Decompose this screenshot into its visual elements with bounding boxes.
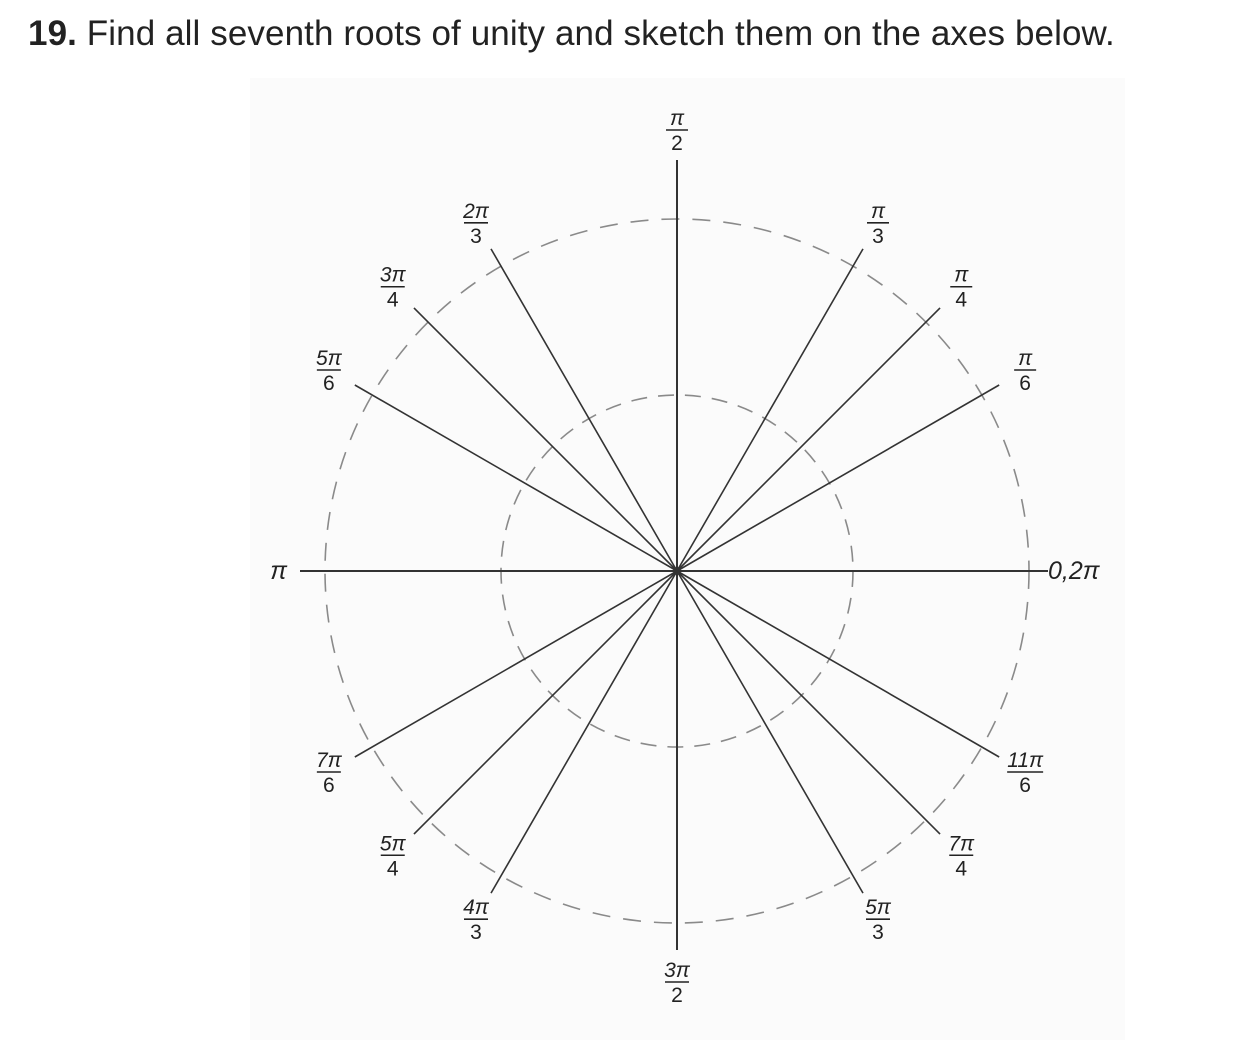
label-3pi-2: 3π2	[664, 959, 691, 1007]
label-numerator-pi-3: π	[871, 200, 886, 223]
ray-5pi-4	[413, 570, 678, 835]
label-pi: π	[270, 557, 288, 585]
label-pi-4: π4	[950, 264, 973, 312]
label-numerator-3pi-4: 3π	[380, 264, 407, 287]
label-numerator-pi-6: π	[1018, 347, 1033, 370]
label-pi-3: π3	[867, 200, 889, 248]
label-pi-6: π6	[1014, 347, 1037, 395]
ray-5pi-6	[354, 384, 678, 572]
label-denominator-7pi-4: 4	[955, 857, 967, 880]
label-denominator-pi-3: 3	[872, 225, 884, 248]
label-pi-2: π2	[666, 107, 688, 155]
label-denominator-5pi-4: 4	[387, 857, 399, 880]
label-5pi-6: 5π6	[316, 347, 343, 395]
label-denominator-3pi-2: 2	[671, 984, 683, 1007]
label-7pi-6: 7π6	[316, 749, 343, 797]
label-numerator-11pi-6: 11π	[1007, 749, 1044, 772]
label-5pi-3: 5π3	[865, 896, 892, 944]
label-denominator-pi-4: 4	[955, 289, 967, 312]
label-denominator-2pi-3: 3	[470, 225, 482, 248]
label-numerator-pi-2: π	[670, 107, 685, 130]
ray-11pi-6	[676, 570, 1000, 758]
label-denominator-5pi-6: 6	[323, 372, 335, 395]
ray-7pi-4	[676, 570, 941, 835]
ray-5pi-3	[676, 570, 864, 894]
label-denominator-7pi-6: 6	[323, 774, 335, 797]
origin-point	[673, 567, 681, 575]
label-text-0: 0,2π	[1048, 557, 1101, 585]
ray-pi-3	[676, 248, 864, 572]
ray-pi-6	[676, 384, 1000, 572]
label-text-pi: π	[270, 557, 288, 585]
label-numerator-4pi-3: 4π	[463, 896, 490, 919]
ray-3pi-4	[413, 307, 678, 572]
label-numerator-5pi-3: 5π	[865, 896, 892, 919]
label-denominator-3pi-4: 4	[387, 289, 399, 312]
label-numerator-2pi-3: 2π	[462, 200, 490, 223]
label-3pi-4: 3π4	[380, 264, 407, 312]
label-numerator-7pi-6: 7π	[316, 749, 343, 772]
label-numerator-pi-4: π	[954, 264, 969, 287]
label-numerator-5pi-6: 5π	[316, 347, 343, 370]
label-numerator-5pi-4: 5π	[380, 832, 407, 855]
ray-4pi-3	[490, 570, 678, 894]
label-denominator-4pi-3: 3	[470, 921, 482, 944]
label-0: 0,2π	[1048, 557, 1101, 585]
label-numerator-3pi-2: 3π	[664, 959, 691, 982]
label-denominator-5pi-3: 3	[872, 921, 884, 944]
question-text: 19. Find all seventh roots of unity and …	[28, 14, 1115, 54]
label-5pi-4: 5π4	[380, 832, 407, 880]
angle-rays	[300, 160, 1048, 950]
ray-2pi-3	[490, 248, 678, 572]
angle-labels: 0,2ππ6π4π3π22π33π45π6π7π65π44π33π25π37π4…	[270, 107, 1101, 1007]
label-7pi-4: 7π4	[948, 832, 975, 880]
ray-7pi-6	[354, 570, 678, 758]
question-number: 19.	[28, 14, 77, 53]
polar-axes-panel	[250, 78, 1125, 1040]
question-prompt: Find all seventh roots of unity and sket…	[76, 14, 1115, 53]
label-4pi-3: 4π3	[463, 896, 490, 944]
label-denominator-11pi-6: 6	[1019, 774, 1031, 797]
ray-pi-4	[676, 307, 941, 572]
label-numerator-7pi-4: 7π	[948, 832, 975, 855]
label-denominator-pi-2: 2	[671, 132, 683, 155]
label-denominator-pi-6: 6	[1019, 372, 1031, 395]
label-2pi-3: 2π3	[462, 200, 490, 248]
